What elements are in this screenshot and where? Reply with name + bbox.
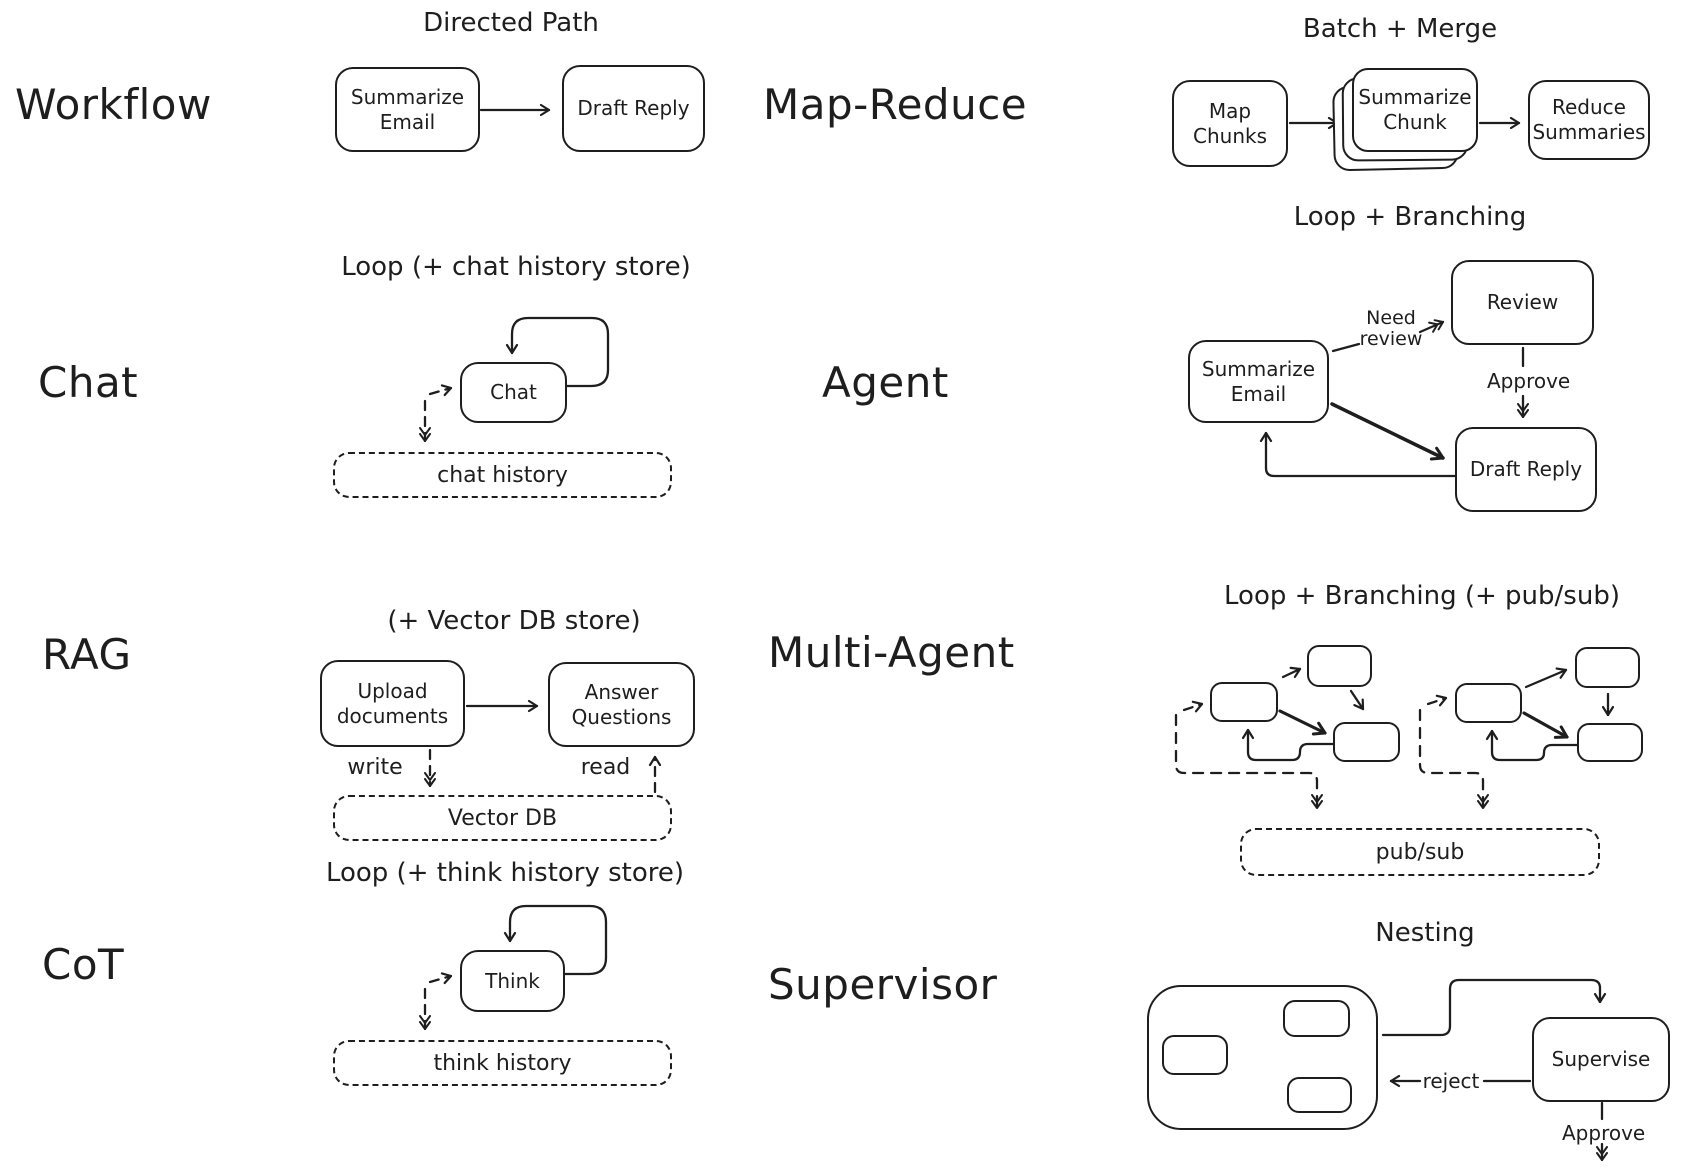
multi-agent-left-cluster-node-2 [1307,645,1372,687]
rag-node-answer-questions-label: Answer Questions [571,679,672,729]
map-reduce-node-map-chunks-label: Map Chunks [1193,98,1267,148]
supervisor-inner-node-1 [1162,1035,1228,1075]
rag-vector-db-store-label: Vector DB [447,805,558,831]
multi-agent-left-edge-3 [1278,709,1327,736]
cot-row-label: CoT [42,940,125,989]
workflow-node-summarize-email-label: Summarize Email [350,84,465,134]
agent-node-summarize-email-label: Summarize Email [1201,356,1316,406]
workflow-node-draft-reply-label: Draft Reply [577,96,690,120]
agent-need-review-tail [1331,342,1361,353]
map-reduce-pattern-title: Batch + Merge [1302,14,1498,44]
agent-node-review-label: Review [1486,290,1559,314]
rag-node-upload-documents-label: Upload documents [336,678,449,728]
cot-think-history-store-label: think history [433,1050,572,1076]
multi-agent-right-entry-dashed [1426,694,1448,707]
supervisor-edge-approve-label: Approve [1562,1121,1646,1145]
map-reduce-node-summarize-chunk: Summarize Chunk [1352,68,1478,152]
supervisor-pattern-title: Nesting [1375,918,1475,948]
workflow-row-label: Workflow [15,80,212,129]
agent-draft-arrow [1330,402,1445,461]
chat-node-chat-label: Chat [490,380,537,404]
map-reduce-node-reduce-summaries: Reduce Summaries [1528,80,1650,160]
cot-node-think-label: Think [485,968,540,993]
chat-row-label: Chat [38,358,139,407]
agent-node-draft-reply-label: Draft Reply [1469,457,1583,481]
supervisor-inner-node-3 [1287,1077,1352,1113]
multi-agent-right-edge-1 [1524,667,1568,689]
chat-entry-dashed-arrow [428,384,453,397]
rag-pattern-title: (+ Vector DB store) [387,606,641,636]
cot-node-think: Think [460,950,565,1012]
rag-vector-db-store: Vector DB [333,795,672,841]
workflow-pattern-title: Directed Path [423,8,599,38]
chat-node-chat: Chat [460,362,567,423]
map-reduce-node-summarize-chunk-label: Summarize Chunk [1358,85,1472,134]
multi-agent-left-pubsub-dashed [1174,713,1323,810]
chat-pattern-title: Loop (+ chat history store) [341,252,691,282]
supervisor-edge-reject-label: reject [1422,1069,1480,1093]
multi-agent-row-label: Multi-Agent [768,628,1015,677]
agent-node-review: Review [1451,260,1594,345]
multi-agent-right-return [1485,729,1579,762]
workflow-node-summarize-email: Summarize Email [335,67,480,152]
chat-history-store: chat history [333,452,672,498]
multi-agent-right-edge-3 [1522,711,1569,739]
multi-agent-left-entry-dashed [1182,700,1204,713]
multi-agent-right-cluster-node-3 [1577,723,1643,762]
agent-return-arrow [1259,431,1457,478]
multi-agent-left-return [1241,728,1335,762]
map-reduce-node-reduce-summaries-label: Reduce Summaries [1532,95,1646,144]
supervisor-inner-node-2 [1283,1000,1350,1037]
rag-node-upload-documents: Upload documents [320,660,465,747]
multi-agent-pattern-title: Loop + Branching (+ pub/sub) [1224,581,1620,611]
supervisor-row-label: Supervisor [768,960,998,1009]
multi-agent-right-pubsub-dashed [1418,708,1489,810]
cot-entry-dashed-arrow [428,972,453,985]
cot-think-history-store: think history [333,1040,672,1086]
agent-edge-approve-label: Approve [1487,369,1571,393]
multi-agent-left-cluster-node-1 [1210,682,1278,722]
supervisor-node-supervise-label: Supervise [1551,1047,1651,1071]
multi-agent-left-cluster-node-3 [1333,722,1400,762]
multi-agent-left-edge-1 [1281,666,1302,679]
agent-node-summarize-email: Summarize Email [1188,340,1329,423]
multi-agent-right-cluster-node-2 [1575,647,1640,688]
multi-agent-right-cluster-node-1 [1455,683,1522,723]
rag-node-answer-questions: Answer Questions [548,662,695,747]
chat-history-store-label: chat history [437,462,568,488]
agent-node-draft-reply: Draft Reply [1455,427,1597,512]
rag-edge-read-label: read [580,755,631,780]
agent-row-label: Agent [822,358,949,407]
agent-pattern-title: Loop + Branching [1293,202,1527,232]
multi-agent-pubsub-store-label: pub/sub [1375,839,1465,865]
rag-row-label: RAG [42,630,132,679]
map-reduce-node-map-chunks: Map Chunks [1172,80,1288,167]
workflow-node-draft-reply: Draft Reply [562,65,705,152]
map-reduce-row-label: Map-Reduce [763,80,1028,129]
agent-edge-need-review-label: Need review [1359,307,1423,350]
multi-agent-left-edge-2 [1349,689,1365,711]
supervisor-node-supervise: Supervise [1532,1017,1670,1102]
rag-edge-write-label: write [347,755,403,780]
cot-pattern-title: Loop (+ think history store) [325,858,685,888]
multi-agent-pubsub-store: pub/sub [1240,828,1600,876]
